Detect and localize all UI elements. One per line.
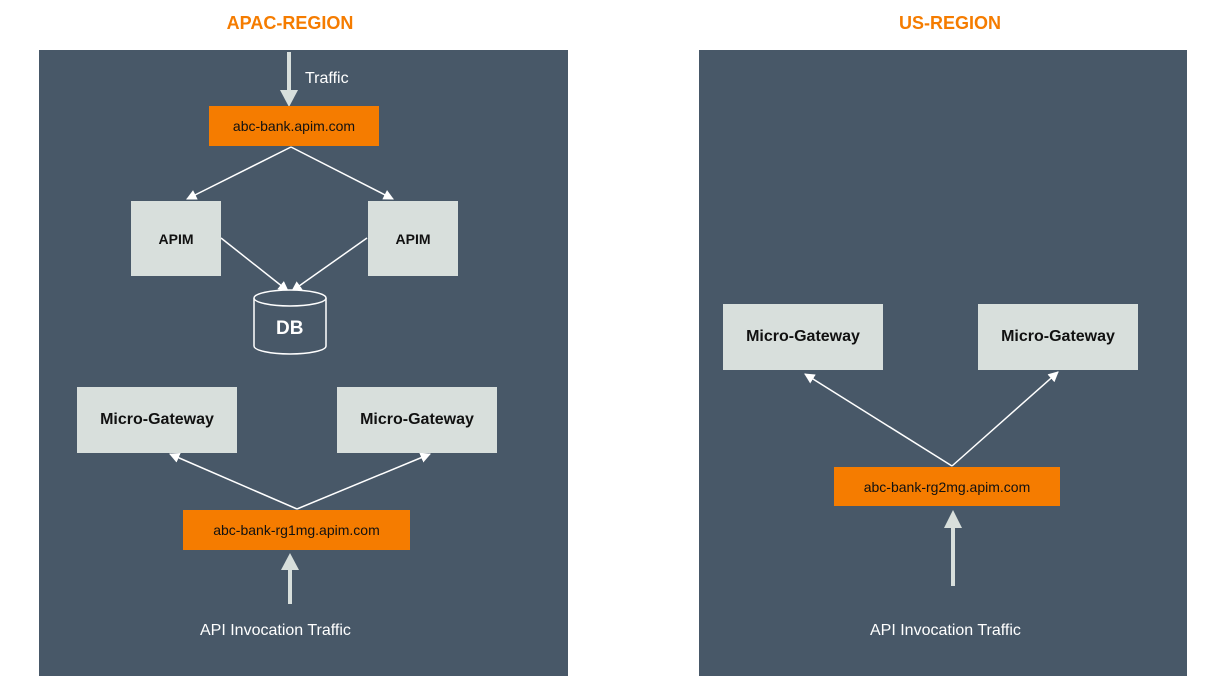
us-region-title: US-REGION: [898, 13, 1001, 33]
us-micro-gateway-right: Micro-Gateway: [978, 304, 1138, 370]
apac-lb-domain-box: abc-bank.apim.com: [209, 106, 379, 146]
rg2-to-mg-right-line: [951, 371, 1059, 467]
apac-micro-gateway-left: Micro-Gateway: [77, 387, 237, 453]
us-micro-gateway-left: Micro-Gateway: [723, 304, 883, 370]
rg1-to-mg-left-line: [169, 452, 298, 510]
apac-region-title: APAC-REGION: [226, 13, 354, 33]
lb-to-apim-right-line: [290, 146, 394, 200]
lb-to-apim-left-line: [186, 146, 292, 200]
db-label: DB: [276, 318, 304, 339]
rg1-to-mg-right-line: [296, 452, 431, 510]
apac-invocation-arrowhead: [281, 553, 299, 570]
apac-region-panel: [39, 50, 568, 676]
us-invocation-label: API Invocation Traffic: [870, 622, 1021, 639]
apim-right-to-db-line: [291, 237, 368, 292]
apac-mg-domain-box: abc-bank-rg1mg.apim.com: [183, 510, 410, 550]
us-invocation-arrowhead: [944, 510, 962, 528]
db-cylinder-icon: [253, 289, 327, 355]
apim-left-node: APIM: [131, 201, 221, 276]
apim-right-node: APIM: [368, 201, 458, 276]
rg2-to-mg-left-line: [804, 373, 953, 467]
traffic-label: Traffic: [305, 70, 349, 87]
apac-invocation-label: API Invocation Traffic: [200, 622, 351, 639]
apim-left-to-db-line: [220, 237, 289, 292]
traffic-arrowhead: [280, 90, 298, 107]
apac-micro-gateway-right: Micro-Gateway: [337, 387, 497, 453]
us-mg-domain-box: abc-bank-rg2mg.apim.com: [834, 467, 1060, 506]
